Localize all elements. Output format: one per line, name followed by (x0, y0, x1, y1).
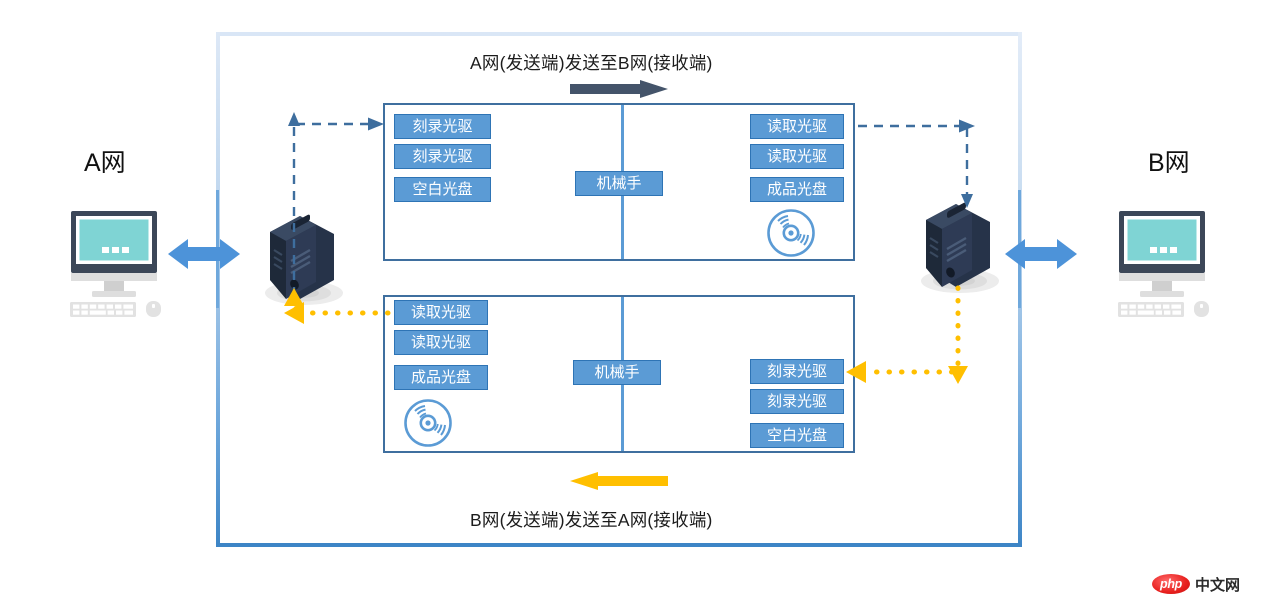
double-headed-arrow-icon (1005, 239, 1077, 269)
bottom-flow-title: B网(发送端)发送至A网(接收端) (470, 510, 713, 530)
top-left-tag-0[interactable]: 刻录光驱 (394, 114, 491, 139)
outer-frame-bottom-border (216, 543, 1022, 547)
bottom-right-tag-2[interactable]: 空白光盘 (750, 423, 844, 448)
right-arrow-icon (570, 80, 668, 98)
top-right-tag-2[interactable]: 成品光盘 (750, 177, 844, 202)
bottom-right-tag-1[interactable]: 刻录光驱 (750, 389, 844, 414)
top-left-tag-2[interactable]: 空白光盘 (394, 177, 491, 202)
bottom-right-tag-0[interactable]: 刻录光驱 (750, 359, 844, 384)
desktop-computer-icon (70, 211, 161, 317)
top-left-tag-1[interactable]: 刻录光驱 (394, 144, 491, 169)
site-name: 中文网 (1195, 575, 1241, 594)
desktop-computer-icon (1118, 211, 1209, 317)
server-tower-icon (270, 214, 334, 299)
blue-dashed-flow-right (858, 124, 969, 196)
outer-frame-top-border (216, 32, 1022, 36)
top-right-tag-1[interactable]: 读取光驱 (750, 144, 844, 169)
top-flow-title: A网(发送端)发送至B网(接收端) (470, 53, 713, 73)
bottom-left-tag-2[interactable]: 成品光盘 (394, 365, 488, 390)
bottom-left-tag-0[interactable]: 读取光驱 (394, 300, 488, 325)
php-logo: php (1152, 574, 1190, 594)
top-right-tag-0[interactable]: 读取光驱 (750, 114, 844, 139)
cd-disc-icon (767, 209, 815, 257)
orange-arrowhead-down (948, 366, 968, 384)
bottom-left-tag-1[interactable]: 读取光驱 (394, 330, 488, 355)
top-center-tag-robot[interactable]: 机械手 (575, 171, 663, 196)
network-b-label: B网 (1148, 149, 1190, 177)
cd-disc-icon (404, 399, 452, 447)
left-arrow-icon (570, 472, 668, 490)
network-a-label: A网 (84, 149, 126, 177)
double-headed-arrow-icon (168, 239, 240, 269)
watermark: php 中文网 (1152, 573, 1240, 595)
blue-arrowhead-up (288, 112, 300, 126)
orange-dotted-flow-right (863, 285, 961, 375)
server-tower-icon (926, 202, 990, 287)
blue-arrowhead-right (959, 119, 975, 133)
blue-arrowhead-right (368, 117, 384, 131)
bottom-center-tag-robot[interactable]: 机械手 (573, 360, 661, 385)
